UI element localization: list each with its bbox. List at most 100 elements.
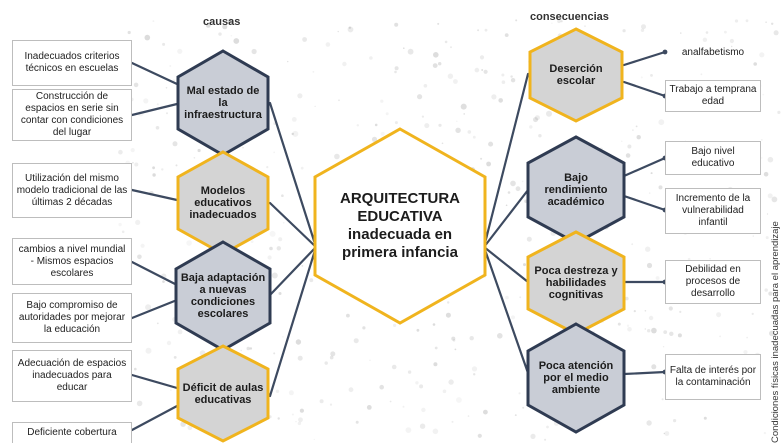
sketch-speck — [166, 112, 168, 115]
sketch-speck — [394, 70, 397, 74]
sketch-speck — [269, 246, 273, 251]
connector-line — [130, 404, 179, 432]
sketch-speck — [767, 193, 773, 199]
sketch-speck — [655, 276, 660, 280]
sketch-speck — [170, 389, 172, 391]
sketch-speck — [486, 161, 491, 167]
connector-line — [268, 245, 318, 398]
sketch-speck — [663, 330, 668, 334]
sketch-speck — [507, 191, 511, 194]
sketch-speck — [266, 166, 269, 169]
sketch-speck — [169, 65, 172, 67]
sketch-speck — [222, 24, 228, 30]
sketch-speck — [415, 381, 419, 385]
sketch-speck — [454, 348, 457, 351]
connector-line — [130, 298, 179, 320]
cause-detail-box: Bajo compromiso de autoridades por mejor… — [12, 293, 132, 343]
sketch-speck — [533, 117, 538, 123]
sketch-speck — [617, 322, 621, 326]
sketch-speck — [152, 20, 155, 22]
cause-hexagon-adaptacion: Baja adaptación a nuevas condiciones esc… — [174, 240, 272, 352]
sketch-speck — [371, 136, 378, 142]
sketch-speck — [765, 21, 767, 24]
sketch-speck — [761, 157, 763, 159]
sketch-speck — [438, 123, 442, 127]
sketch-speck — [641, 24, 646, 30]
sketch-speck — [389, 400, 392, 403]
sketch-speck — [298, 417, 303, 423]
sketch-speck — [337, 30, 339, 33]
sketch-speck — [777, 110, 781, 114]
sketch-speck — [172, 79, 175, 82]
sketch-speck — [631, 243, 634, 246]
sketch-speck — [627, 327, 632, 332]
sketch-speck — [481, 69, 484, 71]
cause-detail-box: Inadecuados criterios técnicos en escuel… — [12, 40, 132, 86]
connector-line — [130, 373, 179, 390]
sketch-speck — [501, 73, 505, 77]
sketch-speck — [521, 180, 524, 183]
sketch-speck — [278, 237, 283, 242]
consequence-detail-box: Trabajo a temprana edad — [665, 80, 761, 112]
sketch-speck — [677, 333, 682, 338]
sketch-speck — [172, 141, 178, 147]
sketch-speck — [278, 292, 282, 295]
consequence-label: Deserción escolar — [549, 63, 603, 87]
sketch-speck — [773, 30, 779, 36]
sketch-speck — [743, 350, 748, 355]
sketch-speck — [177, 48, 183, 54]
sketch-speck — [769, 330, 775, 337]
sketch-speck — [369, 56, 373, 60]
sketch-speck — [651, 327, 657, 334]
sketch-speck — [768, 291, 773, 296]
sketch-speck — [447, 73, 454, 79]
sketch-speck — [135, 219, 141, 225]
sketch-speck — [334, 153, 340, 160]
sketch-speck — [679, 310, 682, 313]
sketch-speck — [625, 296, 629, 301]
sketch-speck — [452, 339, 456, 342]
sketch-speck — [132, 161, 134, 164]
sketch-speck — [658, 119, 665, 126]
consequences-header: consecuencias — [530, 11, 609, 23]
consequence-hexagon-desercion: Deserción escolar — [528, 27, 624, 123]
sketch-speck — [173, 356, 177, 359]
sketch-speck — [434, 346, 438, 350]
sketch-speck — [661, 398, 664, 401]
connector-line — [482, 188, 530, 249]
sketch-speck — [702, 37, 708, 42]
sketch-speck — [484, 28, 488, 32]
sketch-speck — [687, 257, 691, 261]
sketch-speck — [417, 94, 423, 100]
sketch-speck — [291, 132, 294, 136]
sketch-speck — [394, 121, 398, 125]
center-line: EDUCATIVA — [357, 208, 443, 225]
sketch-speck — [291, 117, 297, 122]
sketch-speck — [281, 194, 284, 197]
sketch-speck — [432, 323, 436, 326]
sketch-speck — [703, 416, 707, 420]
sketch-speck — [510, 78, 516, 83]
sketch-speck — [393, 323, 397, 327]
sketch-speck — [504, 33, 509, 37]
sketch-speck — [731, 45, 733, 48]
sketch-speck — [297, 421, 302, 426]
sketch-speck — [356, 124, 359, 127]
sketch-speck — [724, 30, 727, 34]
sketch-speck — [526, 236, 532, 242]
consequence-label: Bajo rendimiento académico — [544, 172, 608, 208]
cause-detail-box: Adecuación de espacios inadecuados para … — [12, 350, 132, 402]
sketch-speck — [419, 423, 426, 429]
connector-line — [622, 194, 667, 212]
sketch-speck — [419, 384, 424, 389]
sketch-speck — [394, 22, 399, 27]
connector-line — [268, 201, 318, 249]
sketch-speck — [445, 312, 451, 318]
sketch-speck — [269, 230, 276, 237]
sketch-speck — [166, 340, 172, 346]
sketch-speck — [522, 406, 525, 409]
sketch-speck — [633, 310, 636, 313]
sketch-speck — [467, 130, 472, 134]
sketch-speck — [584, 25, 586, 27]
sketch-speck — [759, 52, 765, 58]
